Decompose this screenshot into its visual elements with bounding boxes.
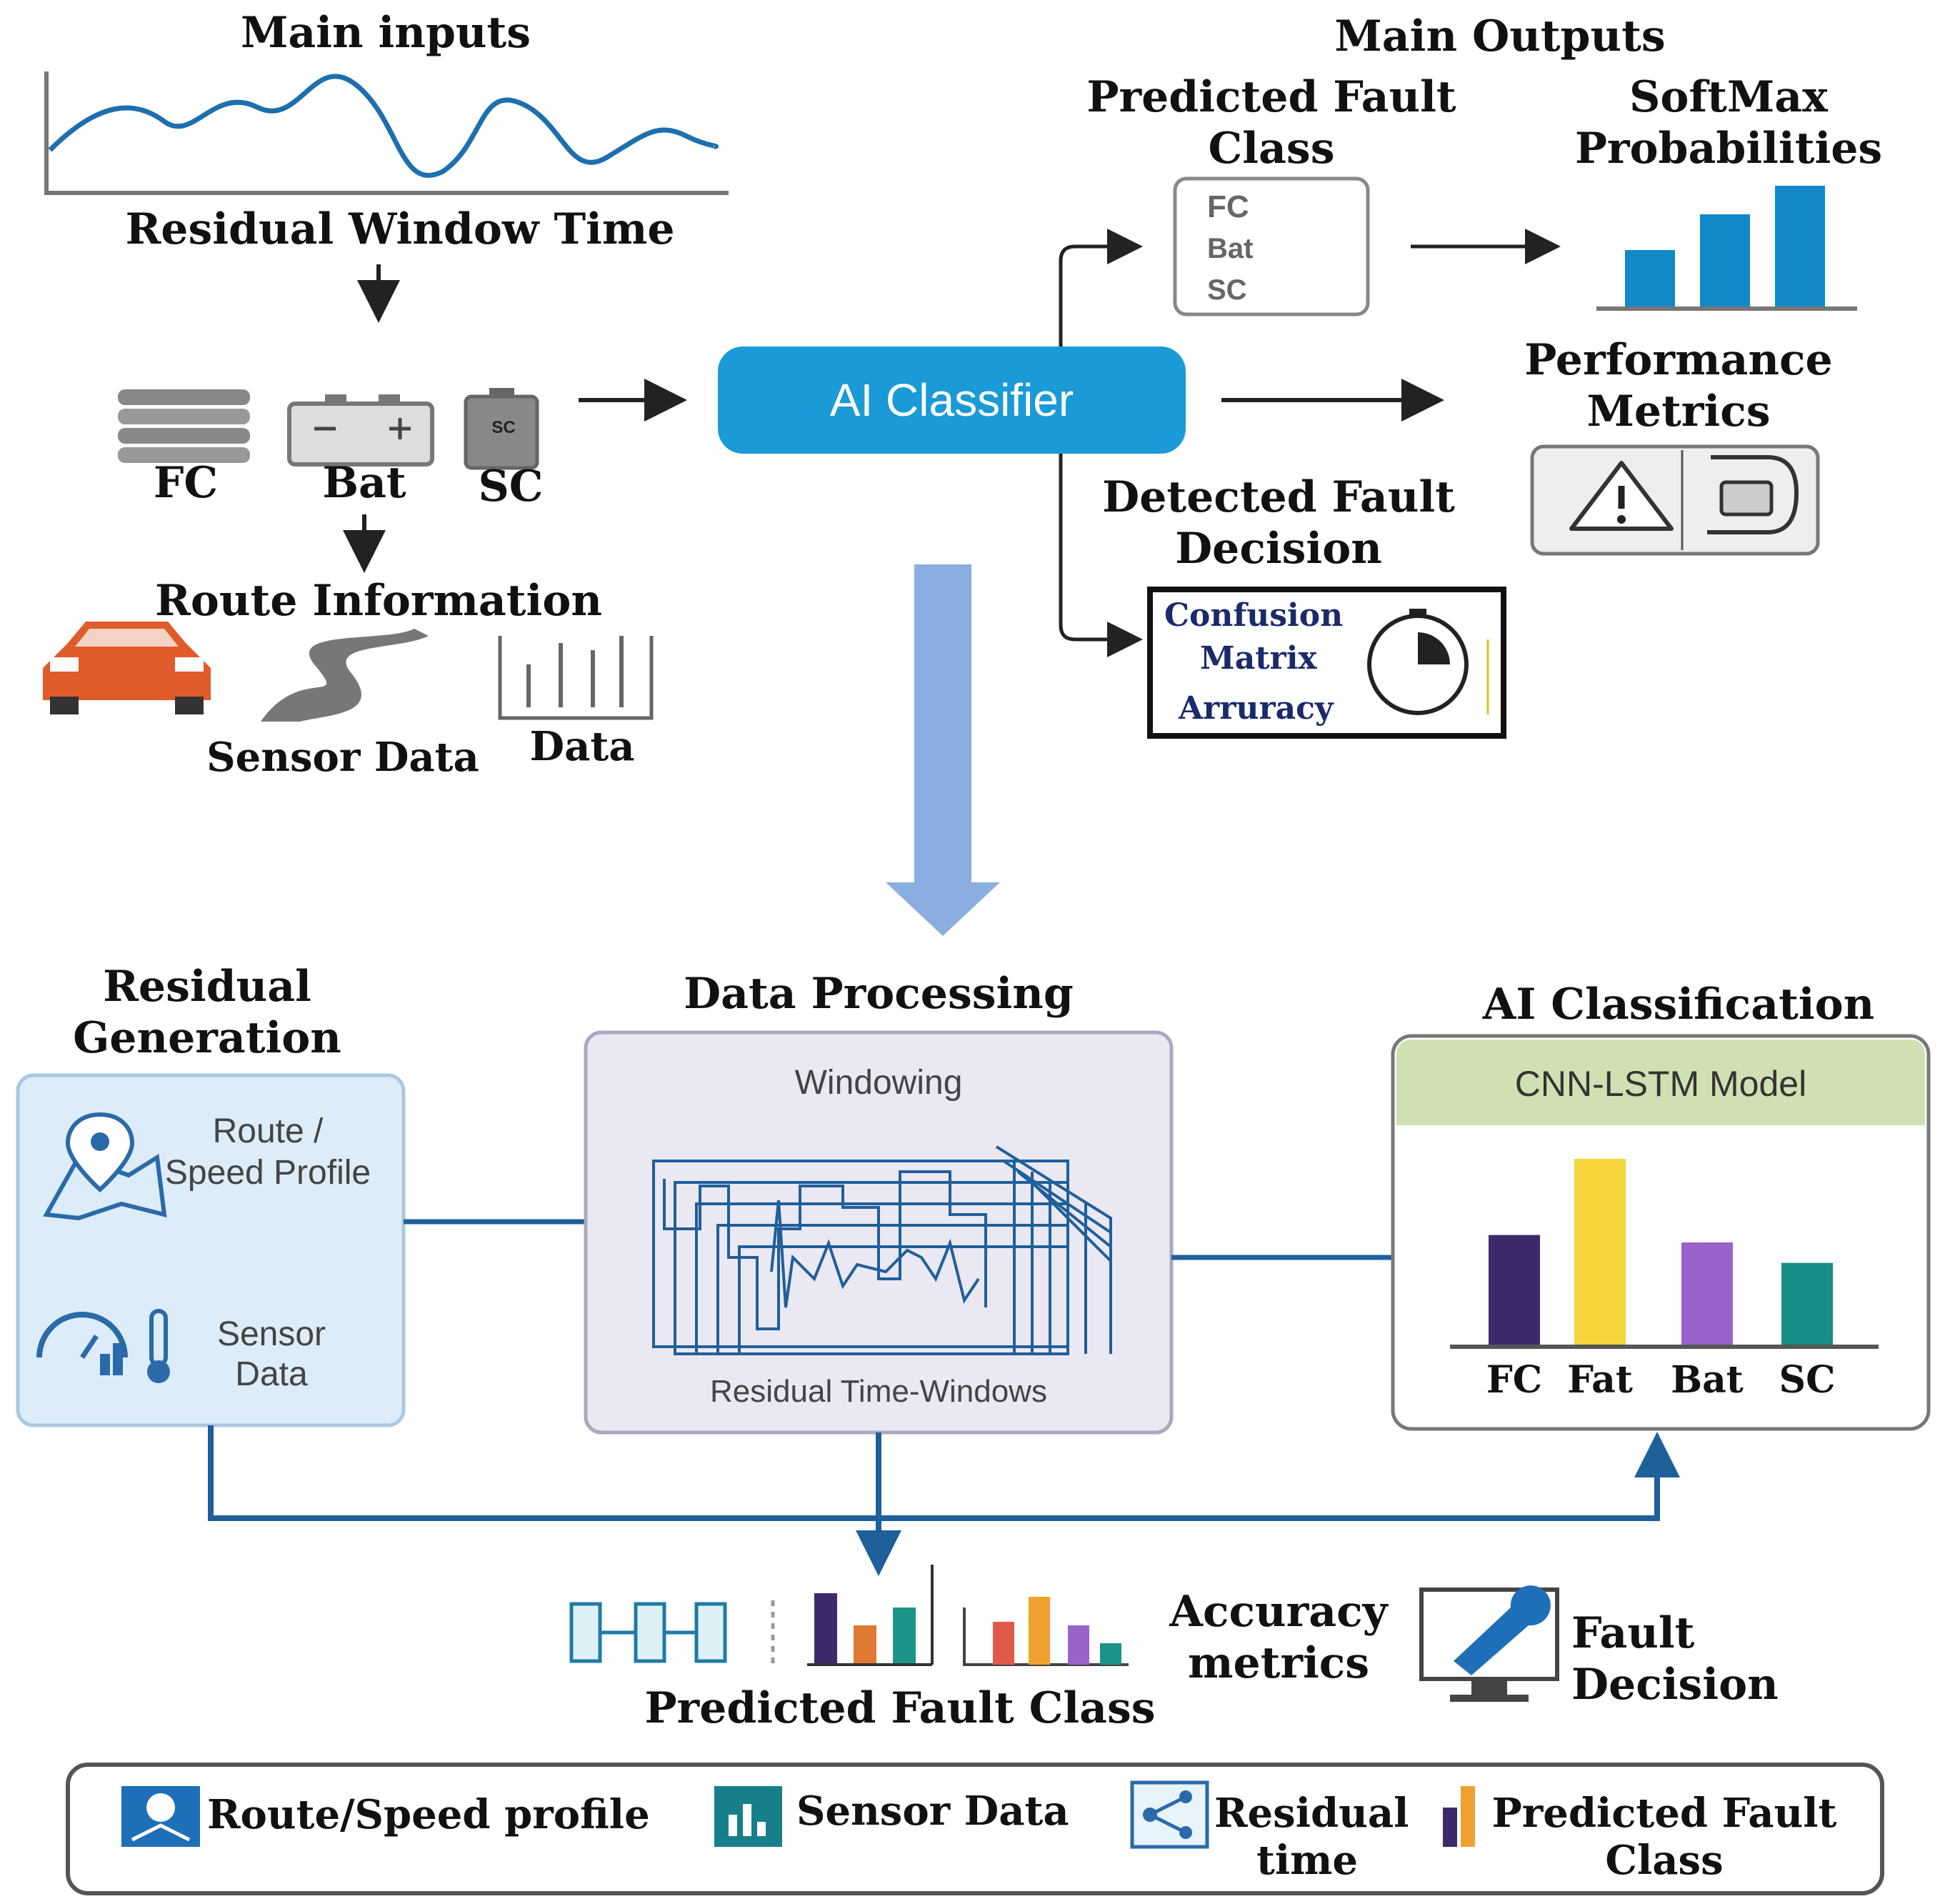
big-down-arrow xyxy=(886,564,1000,936)
data-processing-title: Data Processing xyxy=(684,969,1074,1019)
legend-predicted-fault-class: Predicted Fault Class xyxy=(1491,1790,1837,1884)
bar-label-sc: SC xyxy=(1779,1358,1836,1402)
detected-fault-decision-title: Detected Fault Decision xyxy=(1102,472,1455,574)
ai-classification-title: AI Classification xyxy=(1482,980,1875,1030)
stopwatch-icon xyxy=(1367,609,1469,715)
monitor-wrench-icon xyxy=(1419,1585,1559,1702)
bar-label-bat: Bat xyxy=(1671,1358,1744,1402)
pfc-item-sc: SC xyxy=(1207,274,1247,306)
car-icon xyxy=(43,622,211,714)
sensor-data-label-top: Sensor Data xyxy=(206,734,479,781)
legend-box xyxy=(66,1763,1884,1895)
map-pin-icon xyxy=(43,1112,167,1221)
gauge-thermometer-icon xyxy=(36,1309,170,1383)
classification-bars xyxy=(1489,1159,1833,1345)
accuracy-label: Arruracy xyxy=(1179,690,1334,727)
supercapacitor-icon xyxy=(464,388,539,470)
legend-sensor-icon xyxy=(714,1786,782,1847)
pfc-item-bat: Bat xyxy=(1207,233,1254,264)
sc-icon-text: SC xyxy=(491,418,516,437)
legend-route-icon xyxy=(121,1786,200,1847)
pfc-item-fc: FC xyxy=(1207,189,1249,224)
data-bars-icon xyxy=(498,636,654,720)
ai-classifier-label[interactable]: AI Classifier xyxy=(829,374,1074,426)
road-icon xyxy=(261,629,429,722)
performance-metrics-title: Performance Metrics xyxy=(1524,335,1833,437)
bar-bat xyxy=(1681,1242,1733,1345)
main-outputs-title: Main Outputs xyxy=(1334,11,1666,61)
windowing-plot xyxy=(652,1145,1112,1355)
cnn-lstm-header xyxy=(1396,1040,1925,1125)
bar-label-fc: FC xyxy=(1486,1358,1543,1402)
main-inputs-title: Main inputs xyxy=(240,8,531,58)
bat-label: Bat xyxy=(322,458,406,508)
arrow-to-detected xyxy=(1059,454,1143,657)
confusion-label: Confusion xyxy=(1164,597,1344,634)
fuel-cell-icon xyxy=(118,389,250,463)
window-chain-icon xyxy=(569,1600,775,1665)
bar-sc xyxy=(1781,1262,1833,1345)
route-speed-profile-label: Route / Speed Profile xyxy=(164,1112,371,1192)
battery-icon xyxy=(287,394,434,467)
bar-fc xyxy=(1489,1235,1540,1345)
accuracy-metrics-label: Accuracy metrics xyxy=(1169,1587,1388,1688)
fc-label: FC xyxy=(153,458,219,508)
route-information-title: Route Information xyxy=(155,576,602,626)
predicted-fault-class-title: Predicted Fault Class xyxy=(1086,72,1456,174)
bar-label-fat: Fat xyxy=(1567,1358,1633,1402)
feedback-loop-arrow xyxy=(208,1425,1680,1521)
ai-classifier-box xyxy=(718,347,1186,454)
predicted-bars-icon-1 xyxy=(807,1565,934,1666)
performance-metrics-box xyxy=(1530,444,1820,556)
arrow-to-predicted xyxy=(1059,229,1143,347)
legend-predicted-icon xyxy=(1443,1786,1475,1847)
data-label-top: Data xyxy=(529,723,635,770)
cnn-lstm-label: CNN-LSTM Model xyxy=(1514,1064,1807,1104)
predicted-fault-box xyxy=(1173,176,1370,316)
legend-residual-time: Residual time xyxy=(1214,1790,1409,1884)
predicted-fault-class-bottom: Predicted Fault Class xyxy=(644,1683,1156,1733)
sensor-data-label-bottom: Sensor Data xyxy=(216,1315,326,1393)
windowing-label: Windowing xyxy=(794,1064,963,1102)
legend-residual-icon xyxy=(1130,1780,1209,1849)
residual-time-windows-label: Residual Time-Windows xyxy=(710,1374,1047,1409)
residual-waveform-plot xyxy=(44,71,729,195)
bar-fat xyxy=(1574,1159,1626,1345)
softmax-title: SoftMax Probabilities xyxy=(1574,72,1883,174)
matrix-label: Matrix xyxy=(1200,640,1317,677)
predicted-bars-icon-2 xyxy=(963,1597,1129,1666)
legend-sensor-data: Sensor Data xyxy=(796,1788,1069,1835)
residual-generation-title: Residual Generation xyxy=(73,962,341,1063)
fault-decision-label: Fault Decision xyxy=(1571,1608,1779,1710)
sc-label: SC xyxy=(478,462,544,512)
residual-window-time-label: Residual Window Time xyxy=(125,204,675,254)
legend-route-speed: Route/Speed profile xyxy=(207,1791,650,1838)
softmax-bars xyxy=(1596,186,1857,311)
